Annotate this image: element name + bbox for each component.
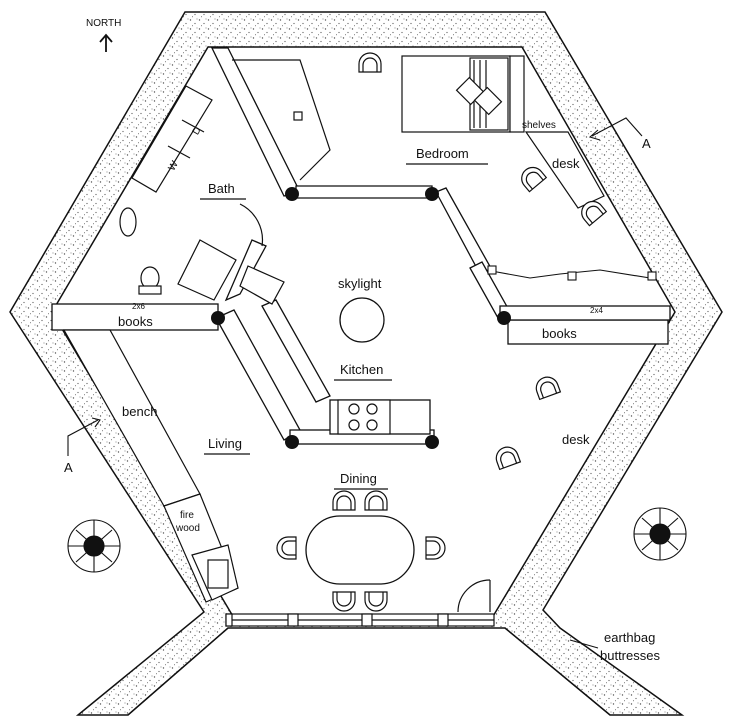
tree-east [633,507,687,561]
bedroom-furniture [232,55,605,209]
chair [364,490,388,511]
chair [332,490,356,511]
east-windows [485,265,657,281]
chairs [276,52,608,612]
chair [358,52,382,73]
tree-west [67,519,121,573]
posts [211,187,511,449]
section-label-east: A [642,136,651,151]
buttress-label-2: buttresses [600,648,660,663]
skylight-label: skylight [338,276,382,291]
chair [332,591,356,612]
living-west-built-ins [62,329,239,603]
dryer-label: D [191,125,204,137]
buttress-label-1: earthbag [604,630,655,645]
firewood-label-2: wood [175,523,200,534]
section-label-west: A [64,460,73,475]
bench-label: bench [122,404,157,419]
section-marker-east [588,117,643,141]
section-marker-west [67,417,101,456]
room-label-dining: Dining [340,471,377,486]
desk-label-upper: desk [552,156,580,171]
chair [364,591,388,612]
chair [521,166,548,193]
dining-set [305,515,415,585]
room-label-bath: Bath [208,181,235,196]
firewood-label-1: fire [180,510,194,521]
chair [276,536,297,560]
desk-label-right: desk [562,432,590,447]
south-window-wall [225,613,495,627]
shelves-label: shelves [522,120,556,131]
buttresses [127,627,611,716]
skylight-circle [339,297,385,343]
room-label-living: Living [208,436,242,451]
front-door [457,579,491,613]
bath-fixtures [119,85,285,305]
room-label-bedroom: Bedroom [416,146,469,161]
dim-2x4-label: 2x4 [590,306,603,315]
chair [581,200,608,227]
chair [535,376,562,401]
dim-2x6-label: 2x6 [132,302,145,311]
room-label-kitchen: Kitchen [340,362,383,377]
books-label-left: books [118,314,153,329]
north-arrow [99,33,113,52]
chair [495,446,522,471]
north-label: NORTH [86,18,121,29]
chair [425,536,446,560]
stove [337,399,391,435]
books-label-right: books [542,326,577,341]
